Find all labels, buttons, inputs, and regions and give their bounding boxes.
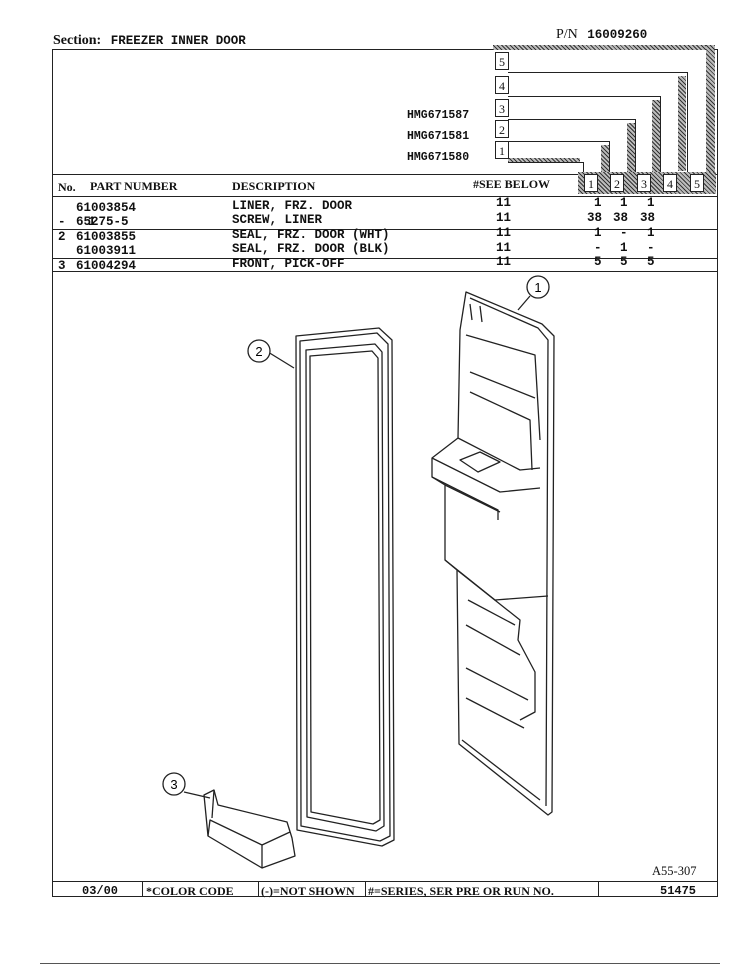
row-q3: 38: [640, 211, 656, 225]
model-code: HMG671580: [407, 151, 470, 164]
row-desc: FRONT, PICK-OFF: [232, 257, 345, 271]
row-desc: SCREW, LINER: [232, 213, 323, 227]
callout-1: 1: [526, 275, 550, 299]
door-seal-drawing: [295, 327, 395, 847]
section-name: FREEZER INNER DOOR: [110, 34, 246, 48]
col-series-5: 5: [690, 174, 704, 192]
parts-sheet-frame: [52, 49, 718, 897]
row-no: 3: [58, 259, 66, 273]
footer-series-note: #=SERIES, SER PRE OR RUN NO.: [368, 884, 554, 898]
col-series-1: 1: [584, 174, 598, 192]
row-part: 61004294: [76, 259, 137, 273]
footer-page-number: 51475: [660, 884, 697, 898]
pick-off-front-drawing: [203, 789, 296, 869]
row-part: 61003911: [76, 244, 137, 258]
row-series: 11: [496, 241, 512, 255]
model-code: HMG671587: [407, 109, 470, 122]
row-q3: 1: [647, 196, 655, 210]
series-box-4: 4: [495, 76, 509, 94]
row-q3: -: [647, 241, 655, 255]
row-desc: SEAL, FRZ. DOOR (BLK): [232, 242, 390, 256]
series-box-5: 5: [495, 52, 509, 70]
section-label: Section: FREEZER INNER DOOR: [53, 33, 246, 49]
row-desc: SEAL, FRZ. DOOR (WHT): [232, 228, 390, 242]
callout-2: 2: [247, 339, 271, 363]
leader-line-3: [183, 791, 211, 799]
col-part-number: PART NUMBER: [90, 179, 178, 193]
row-no: -: [58, 215, 66, 229]
row-q2: 1: [620, 196, 628, 210]
row-q1: 5: [594, 255, 602, 269]
callout-label: 2: [255, 344, 262, 359]
row-q2: -: [620, 226, 628, 240]
figure-ref: A55-307: [652, 864, 697, 878]
row-desc: LINER, FRZ. DOOR: [232, 199, 353, 213]
section-label-text: Section:: [53, 33, 102, 48]
series-box-3: 3: [495, 99, 509, 117]
row-no: 2: [58, 230, 66, 244]
row-series: 11: [496, 211, 512, 225]
row-part: 65275-5: [76, 215, 129, 229]
door-liner-drawing: [431, 291, 555, 816]
series-box-1: 1: [495, 141, 509, 159]
pn-label: P/N: [556, 27, 578, 42]
col-no: No.: [58, 180, 76, 194]
footer-not-shown: (-)=NOT SHOWN: [261, 884, 355, 898]
row-q2: 1: [620, 241, 628, 255]
row-q1: -: [594, 241, 602, 255]
col-series-4: 4: [663, 174, 677, 192]
row-series: 11: [496, 196, 512, 210]
leader-line-1: [517, 295, 531, 311]
row-part: 61003855: [76, 230, 137, 244]
row-q3: 1: [647, 226, 655, 240]
leader-line-2: [267, 351, 295, 369]
callout-label: 1: [534, 280, 541, 295]
row-part: 61003854: [76, 201, 137, 215]
table-row: 1: [58, 201, 96, 243]
row-no: 1: [88, 215, 96, 229]
pn-value: 16009260: [587, 28, 648, 42]
row-q1: 38: [587, 211, 603, 225]
row-series: 11: [496, 226, 512, 240]
row-q1: 1: [594, 226, 602, 240]
footer-color-code: *COLOR CODE: [146, 884, 234, 898]
footer-date: 03/00: [82, 884, 119, 898]
series-box-2: 2: [495, 120, 509, 138]
row-series: 11: [496, 255, 512, 269]
col-series-3: 3: [637, 174, 651, 192]
model-code: HMG671581: [407, 130, 470, 143]
col-description: DESCRIPTION: [232, 179, 316, 193]
callout-3: 3: [162, 772, 186, 796]
row-q2: 38: [613, 211, 629, 225]
row-q3: 5: [647, 255, 655, 269]
row-q1: 1: [594, 196, 602, 210]
part-number-header: P/N 16009260: [556, 27, 647, 43]
col-series-2: 2: [610, 174, 624, 192]
callout-label: 3: [170, 777, 177, 792]
row-q2: 5: [620, 255, 628, 269]
col-see-below: #SEE BELOW: [473, 177, 551, 191]
